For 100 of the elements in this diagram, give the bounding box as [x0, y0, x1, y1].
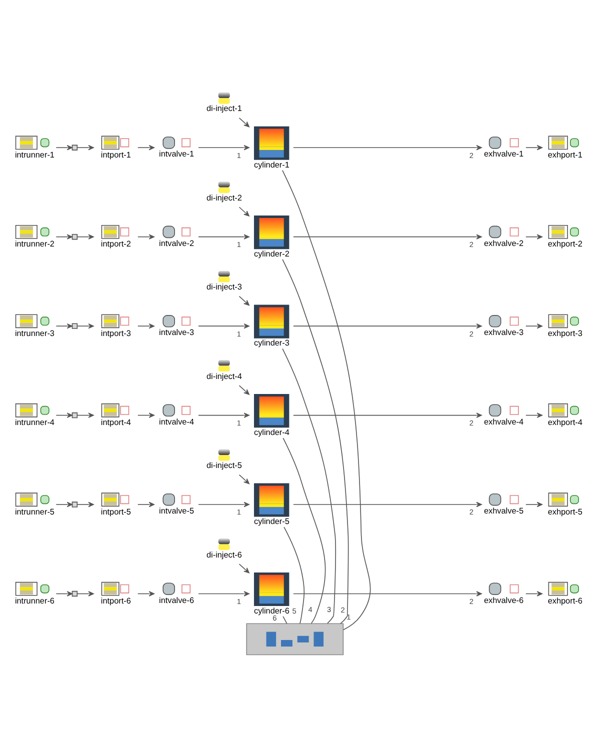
node-label: intvalve-6	[159, 595, 194, 604]
node-label: exhvalve-6	[484, 595, 524, 604]
arrow	[293, 144, 482, 150]
node-label: intvalve-4	[159, 416, 194, 426]
arrow	[56, 144, 72, 150]
node-box	[72, 590, 78, 596]
node-label: intrunner-4	[14, 418, 54, 427]
node-label: intport-6	[100, 596, 131, 606]
arrow	[76, 144, 94, 150]
arrow	[525, 144, 542, 150]
node-box	[254, 215, 290, 249]
node-label: di-inject-4	[206, 371, 242, 380]
edge-label: 2	[340, 604, 345, 614]
edge-label: 1	[236, 328, 242, 338]
node-label: exhvalve-3	[484, 328, 524, 337]
connector	[282, 258, 349, 624]
node-label: intport-5	[100, 506, 131, 516]
edge-label: 6	[272, 613, 277, 622]
node-box	[254, 482, 290, 516]
node-label: cylinder-1	[254, 160, 290, 169]
edge-label: 4	[308, 604, 312, 614]
edge-label: 2	[469, 150, 474, 160]
node-label: exhvalve-5	[484, 506, 524, 516]
arrow	[137, 144, 154, 150]
edge-label: 1	[236, 150, 242, 160]
node-label: intport-3	[100, 328, 131, 338]
arrow	[198, 501, 250, 507]
arrow	[293, 234, 482, 239]
arrow	[293, 322, 482, 328]
edge-label: 3	[327, 604, 332, 614]
node-label: intvalve-3	[159, 328, 194, 337]
node-box	[72, 233, 78, 240]
arrow	[525, 322, 542, 328]
arrow	[198, 322, 250, 328]
arrow	[525, 412, 542, 418]
arrow	[238, 474, 250, 484]
arrow	[56, 590, 72, 596]
node-label: cylinder-2	[254, 248, 290, 258]
node-label: intport-1	[100, 150, 131, 159]
arrow	[76, 322, 94, 328]
edge-label: 2	[469, 596, 474, 606]
node-label: di-inject-5	[206, 460, 242, 470]
connector	[284, 526, 305, 624]
node-label: exhvalve-2	[484, 238, 524, 248]
edge-label: 2	[469, 328, 474, 338]
edge-label: 5	[292, 606, 296, 615]
arrow	[293, 590, 482, 596]
node-label: exhport-3	[548, 328, 582, 338]
arrow	[238, 384, 250, 394]
node-label: di-inject-6	[206, 550, 242, 559]
arrow	[293, 501, 482, 507]
node-label: di-inject-2	[206, 192, 242, 202]
node-box	[72, 322, 78, 328]
connector	[282, 616, 288, 624]
arrow	[137, 501, 154, 507]
arrow	[293, 412, 482, 418]
arrow	[56, 412, 72, 418]
arrow	[198, 590, 250, 596]
node-label: intrunner-1	[14, 150, 54, 159]
node-label: intvalve-5	[159, 506, 194, 516]
edge-label: 1	[346, 612, 351, 621]
edge-label: 1	[236, 240, 242, 249]
edge-label: 1	[236, 596, 242, 606]
arrow	[137, 590, 154, 596]
arrow	[76, 412, 94, 418]
node-label: cylinder-6	[254, 606, 290, 615]
node-label: cylinder-4	[254, 427, 290, 436]
node-label: intrunner-5	[14, 506, 54, 516]
node-box	[72, 412, 78, 418]
node-label: intrunner-2	[14, 239, 54, 248]
node-label: intvalve-1	[159, 149, 194, 158]
edge-label: 2	[469, 418, 474, 428]
node-label: exhport-6	[548, 596, 582, 606]
arrow	[137, 322, 154, 328]
arrow	[198, 144, 250, 150]
node-label: exhvalve-4	[484, 416, 524, 426]
arrow	[76, 234, 94, 239]
node-label: di-inject-1	[206, 104, 242, 113]
arrow	[198, 234, 250, 239]
connector	[282, 169, 371, 630]
arrow	[238, 117, 250, 127]
node-label: intrunner-6	[14, 596, 54, 606]
arrow	[56, 501, 72, 507]
node-box	[254, 126, 290, 160]
arrow	[76, 590, 94, 596]
node-label: exhvalve-1	[484, 149, 524, 158]
connector	[282, 437, 326, 624]
node-label: intport-2	[100, 239, 131, 248]
arrow	[525, 590, 542, 596]
arrow	[525, 234, 542, 239]
arrow	[56, 234, 72, 239]
arrow	[56, 322, 72, 328]
node-label: exhport-1	[548, 150, 582, 159]
arrow	[238, 206, 250, 216]
node-label: cylinder-3	[254, 338, 290, 348]
arrow	[137, 234, 154, 239]
arrow	[198, 412, 250, 418]
arrow	[137, 412, 154, 418]
node-label: intvalve-2	[159, 238, 194, 248]
arrow	[238, 295, 250, 306]
